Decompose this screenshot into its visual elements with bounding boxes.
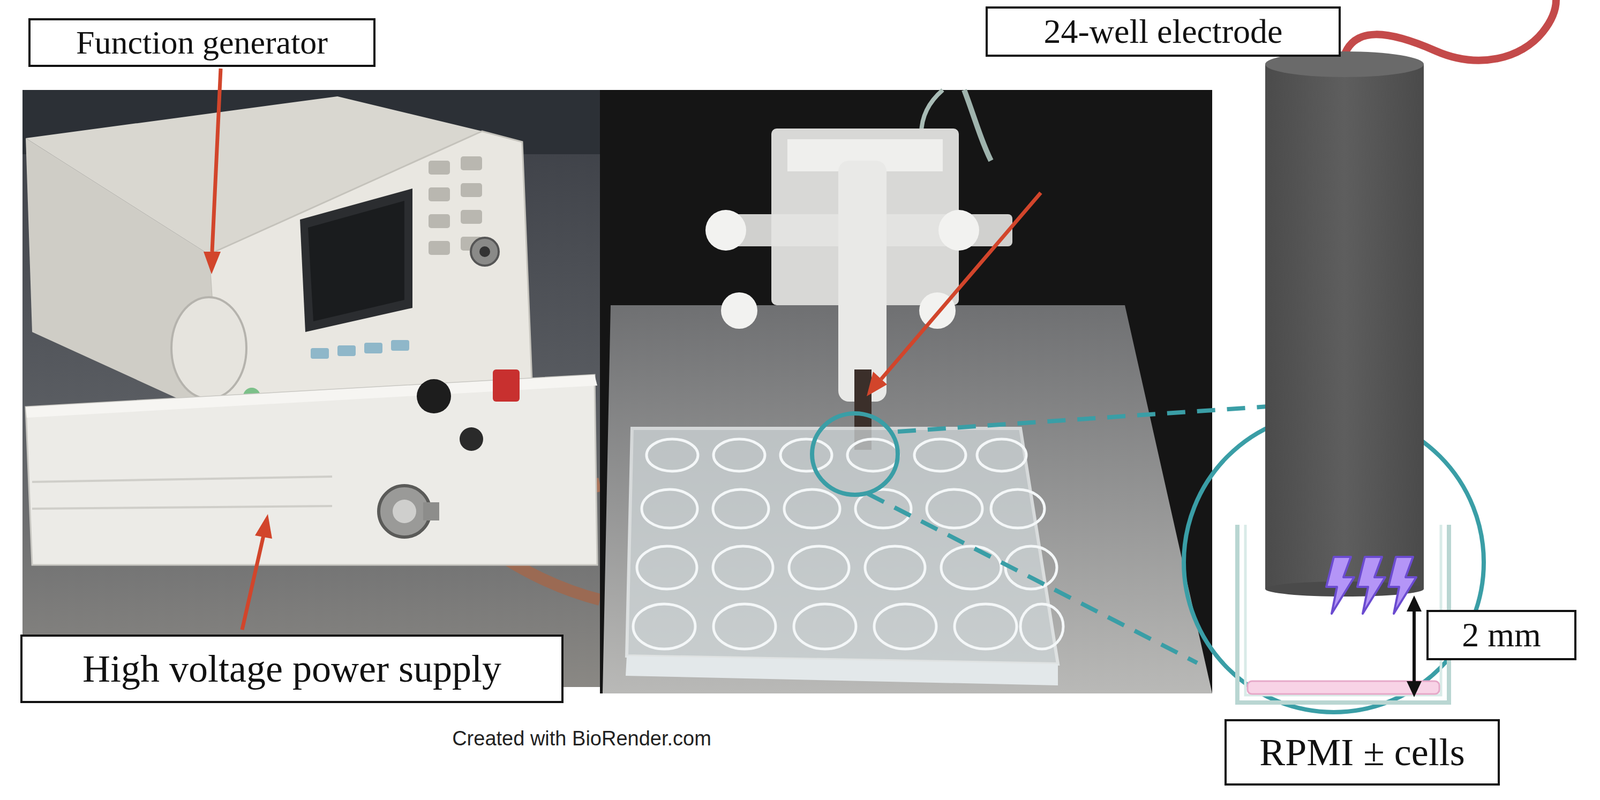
label-text: 2 mm [1461,615,1542,656]
well-plate-photo [599,89,1213,694]
discharge-bolt [1326,557,1417,614]
callout-label: High voltage power supply [20,634,564,704]
callout-label: 24-well electrode [985,6,1341,57]
instrument-photo [22,89,600,688]
dimension-arrow [1406,595,1422,698]
callout-label: RPMI ± cells [1224,719,1500,786]
leader-arrow [203,68,1041,630]
credit-note: Created with BioRender.com [452,727,712,751]
label-text: 24-well electrode [1043,11,1283,52]
dimension-label: 2 mm [1426,610,1577,661]
label-text: RPMI ± cells [1259,730,1466,776]
label-text: Function generator [76,23,328,62]
label-text: High voltage power supply [82,647,502,692]
callout-label: Function generator [28,18,376,67]
electrode-cylinder [1265,0,1557,597]
